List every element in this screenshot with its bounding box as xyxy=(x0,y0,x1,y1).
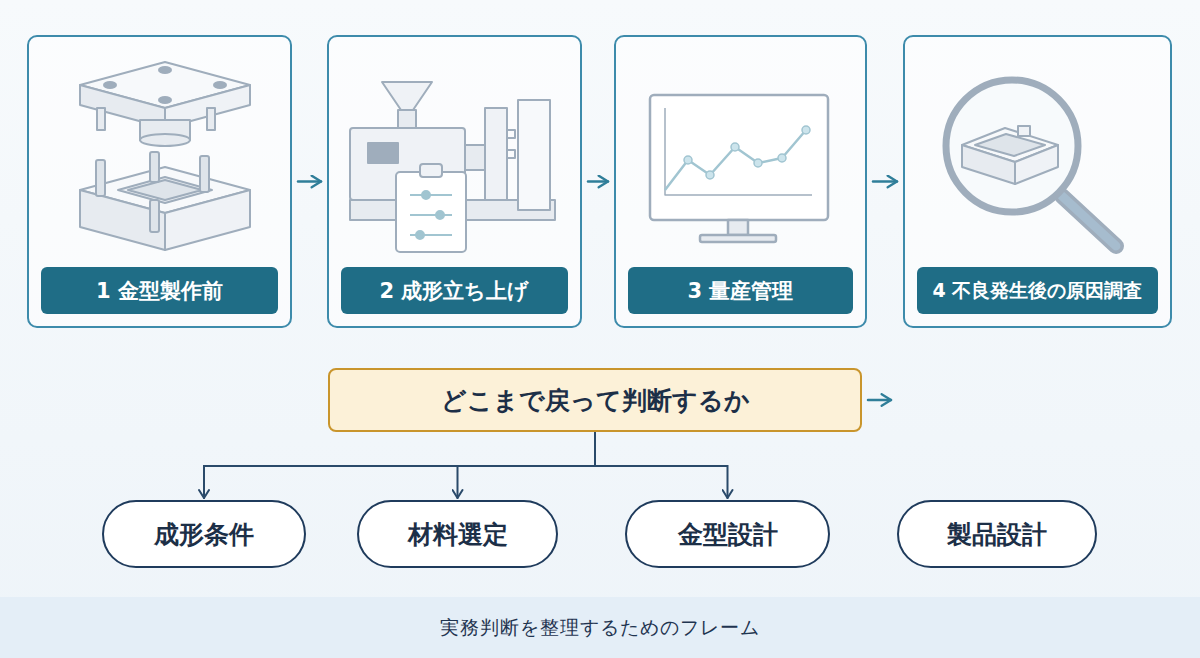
node-text: どこまで戻って判断するか xyxy=(441,384,750,417)
caption-area: 実務判断を整理するためのフレーム xyxy=(0,597,1200,658)
node-text: 材料選定 xyxy=(408,518,508,551)
connector-arrow xyxy=(458,432,596,498)
node-text: 2 成形立ち上げ xyxy=(380,277,530,305)
connector-arrow xyxy=(298,180,321,183)
stage-card: 4 不良発生後の原因調査 xyxy=(903,35,1172,328)
node-text: 1 金型製作前 xyxy=(96,277,223,305)
node-text: 成形条件 xyxy=(154,518,254,551)
node-text: 製品設計 xyxy=(947,518,1047,551)
stage-label: 2 成形立ち上げ xyxy=(341,267,568,314)
connector-arrow xyxy=(873,180,897,183)
stage-card: 2 成形立ち上げ xyxy=(327,35,582,328)
connector-arrow xyxy=(204,432,595,498)
caption-text: 実務判断を整理するためのフレーム xyxy=(440,615,760,641)
option-pill: 金型設計 xyxy=(625,500,830,568)
stage-label: 3 量産管理 xyxy=(628,267,853,314)
node-text: 3 量産管理 xyxy=(688,277,794,305)
stage-label: 4 不良発生後の原因調査 xyxy=(917,267,1158,314)
stage-label: 1 金型製作前 xyxy=(41,267,278,314)
node-text: 金型設計 xyxy=(678,518,778,551)
option-pill: 成形条件 xyxy=(102,500,306,568)
connector-arrow xyxy=(595,432,728,498)
option-pill: 材料選定 xyxy=(357,500,558,568)
node-text: 4 不良発生後の原因調査 xyxy=(933,278,1143,304)
stage-card: 1 金型製作前 xyxy=(27,35,292,328)
connector-arrow xyxy=(868,399,891,402)
option-pill: 製品設計 xyxy=(897,500,1097,568)
stage-card: 3 量産管理 xyxy=(614,35,867,328)
question-box: どこまで戻って判断するか xyxy=(328,368,862,432)
connector-arrow xyxy=(588,180,608,183)
